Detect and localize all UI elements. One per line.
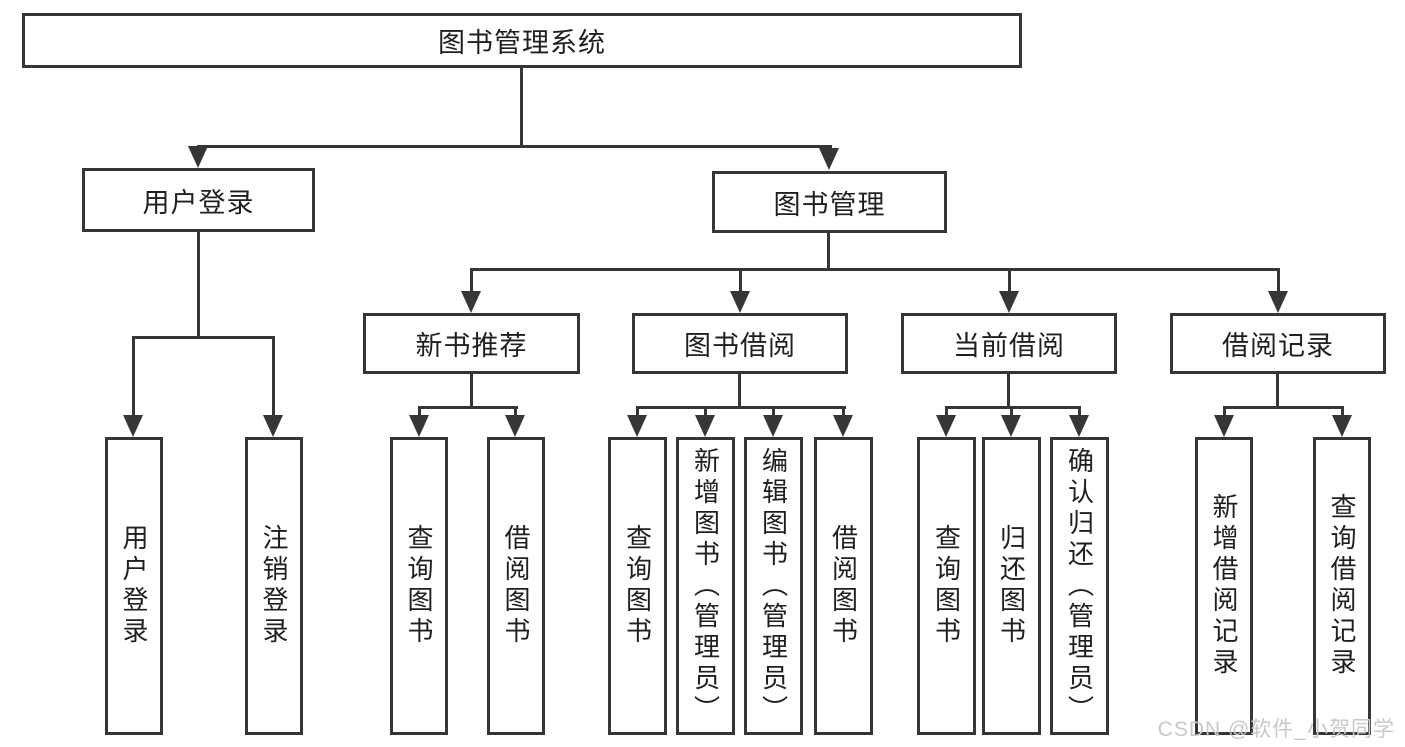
connector-line (197, 145, 832, 148)
leaf-confirm-return-admin: 确认归还（管理员） (1050, 437, 1109, 735)
connector-line (636, 406, 846, 409)
node-library-system: 图书管理系统 (22, 13, 1022, 68)
leaf-borrow-books-label: 借阅图书 (828, 524, 859, 648)
arrow-down-icon (1069, 415, 1089, 437)
node-library-system-label: 图书管理系统 (438, 28, 606, 58)
connector-line (470, 374, 473, 409)
arrow-down-icon (936, 415, 956, 437)
node-book-management-label: 图书管理 (773, 189, 886, 220)
connector-line (827, 233, 830, 271)
node-current-borrowing-label: 当前借阅 (953, 331, 1065, 361)
arrow-down-icon (763, 415, 783, 437)
leaf-logout: 注销登录 (245, 437, 303, 735)
arrow-down-icon (188, 146, 208, 168)
leaf-confirm-return-admin-label: 确认归还（管理员） (1064, 446, 1095, 726)
leaf-return-books-label: 归还图书 (996, 524, 1027, 648)
connector-line (470, 271, 473, 293)
leaf-user-login-label: 用户登录 (119, 524, 149, 648)
connector-line (418, 406, 518, 409)
arrow-down-icon (1001, 415, 1021, 437)
node-user-login: 用户登录 (82, 168, 315, 232)
connector-line (272, 339, 275, 416)
connector-line (418, 406, 421, 418)
arrow-down-icon (730, 291, 750, 313)
node-borrowing-records-label: 借阅记录 (1222, 331, 1334, 361)
arrow-down-icon (461, 291, 481, 313)
arrow-down-icon (627, 415, 647, 437)
node-current-borrowing: 当前借阅 (901, 313, 1117, 374)
arrow-down-icon (123, 415, 143, 437)
leaf-borrow-books-label: 借阅图书 (501, 524, 531, 648)
node-book-borrowing-label: 图书借阅 (684, 331, 796, 361)
connector-line (739, 271, 742, 293)
connector-line (636, 406, 639, 418)
connector-line (704, 406, 707, 418)
connector-line (132, 339, 135, 416)
leaf-add-borrow-record-label: 新增借阅记录 (1209, 493, 1239, 679)
connector-line (1276, 374, 1279, 409)
leaf-query-borrow-record-label: 查询借阅记录 (1327, 493, 1357, 679)
leaf-user-login: 用户登录 (105, 437, 163, 735)
arrow-down-icon (819, 148, 839, 170)
connector-line (520, 68, 523, 147)
node-new-book-recommend: 新书推荐 (363, 313, 580, 374)
arrow-down-icon (1268, 291, 1288, 313)
leaf-borrow-books: 借阅图书 (814, 437, 873, 735)
leaf-query-books: 查询图书 (917, 437, 976, 735)
leaf-query-books-label: 查询图书 (622, 524, 653, 648)
leaf-add-books-admin: 新增图书（管理员） (676, 437, 735, 735)
connector-line (1007, 374, 1010, 409)
watermark: CSDN @软件_小贺同学 (1157, 718, 1395, 741)
leaf-edit-books-admin-label: 编辑图书（管理员） (758, 446, 789, 726)
leaf-return-books: 归还图书 (982, 437, 1041, 735)
node-book-borrowing: 图书借阅 (632, 313, 848, 374)
leaf-query-books: 查询图书 (390, 437, 448, 735)
connector-line (1010, 406, 1013, 418)
connector-line (197, 232, 200, 339)
connector-line (1223, 406, 1344, 409)
connector-line (945, 406, 1081, 409)
arrow-down-icon (1214, 415, 1234, 437)
leaf-query-books-label: 查询图书 (931, 524, 962, 648)
connector-line (1008, 271, 1011, 293)
leaf-add-borrow-record: 新增借阅记录 (1195, 437, 1253, 735)
arrow-down-icon (695, 415, 715, 437)
connector-line (514, 406, 517, 418)
node-user-login-label: 用户登录 (142, 187, 255, 218)
arrow-down-icon (833, 415, 853, 437)
leaf-query-books-label: 查询图书 (404, 524, 434, 648)
leaf-borrow-books: 借阅图书 (487, 437, 545, 735)
connector-line (1341, 406, 1344, 418)
connector-line (738, 374, 741, 409)
arrow-down-icon (263, 415, 283, 437)
connector-line (945, 406, 948, 418)
connector-line (470, 268, 1280, 271)
node-borrowing-records: 借阅记录 (1170, 313, 1386, 374)
arrow-down-icon (999, 291, 1019, 313)
leaf-logout-label: 注销登录 (259, 524, 289, 648)
connector-line (772, 406, 775, 418)
arrow-down-icon (409, 415, 429, 437)
leaf-query-books: 查询图书 (608, 437, 667, 735)
leaf-edit-books-admin: 编辑图书（管理员） (744, 437, 803, 735)
connector-line (132, 336, 275, 339)
connector-line (1277, 271, 1280, 293)
leaf-add-books-admin-label: 新增图书（管理员） (690, 446, 721, 726)
node-book-management: 图书管理 (712, 171, 947, 233)
node-new-book-recommend-label: 新书推荐 (415, 331, 528, 361)
arrow-down-icon (505, 415, 525, 437)
connector-line (842, 406, 845, 418)
arrow-down-icon (1332, 415, 1352, 437)
connector-line (1078, 406, 1081, 418)
leaf-query-borrow-record: 查询借阅记录 (1313, 437, 1371, 735)
connector-line (1223, 406, 1226, 418)
